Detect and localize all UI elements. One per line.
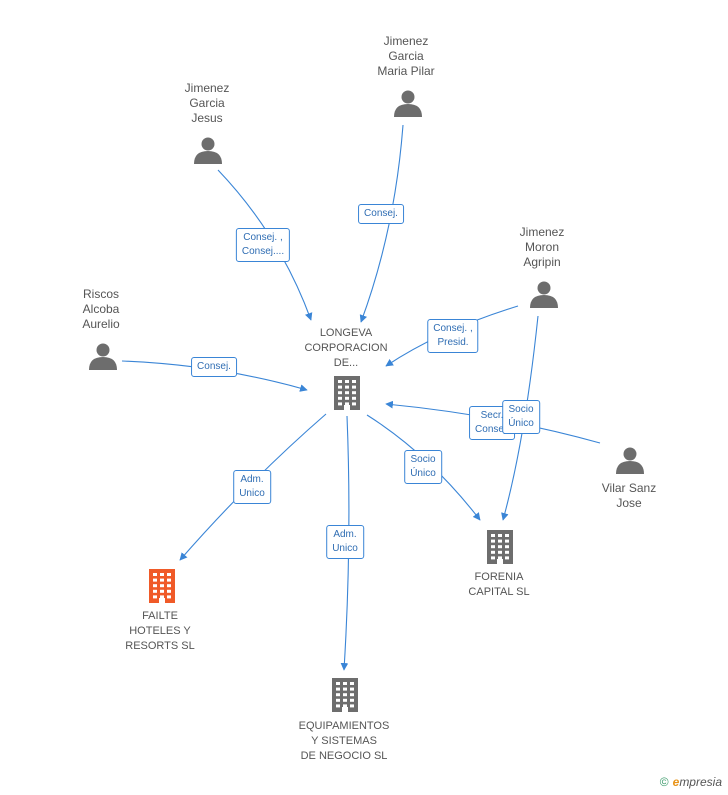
company-icon-failte[interactable] [149,569,175,603]
person-icon-jg_maria[interactable] [394,90,422,118]
company-icon-forenia[interactable] [487,530,513,564]
node-label-jg_maria[interactable]: Jimenez Garcia Maria Pilar [377,34,435,78]
node-label-jm_agripin[interactable]: Jimenez Moron Agripin [519,225,565,269]
edge-label-jg_maria-to-longeva[interactable]: Consej. [358,204,404,224]
person-icon-jg_jesus[interactable] [194,137,222,165]
node-label-longeva[interactable]: LONGEVA CORPORACION DE... [304,327,388,369]
edge-label-longeva-to-equipamientos[interactable]: Adm. Unico [326,525,364,559]
node-label-riscos[interactable]: Riscos Alcoba Aurelio [82,287,120,331]
edge-label-longeva-to-forenia[interactable]: Socio Único [404,450,442,484]
edge-label-jg_jesus-to-longeva[interactable]: Consej. , Consej.... [235,228,291,262]
person-icon-vilar[interactable] [616,447,644,475]
edge-jg_maria-to-longeva [359,124,404,323]
node-label-forenia[interactable]: FORENIA CAPITAL SL [468,571,530,598]
edge-label-jm_agripin-to-longeva[interactable]: Consej. , Presid. [427,319,479,353]
person-icon-jm_agripin[interactable] [530,281,558,309]
edge-label-jm_agripin-to-forenia[interactable]: Socio Único [502,400,540,434]
company-icon-longeva[interactable] [334,376,360,410]
person-icon-riscos[interactable] [89,343,117,371]
brand-logo: empresia [672,775,722,789]
edge-label-longeva-to-failte[interactable]: Adm. Unico [233,470,271,504]
node-label-failte[interactable]: FAILTE HOTELES Y RESORTS SL [125,610,195,652]
node-label-vilar[interactable]: Vilar Sanz Jose [601,481,657,510]
footer: © empresia [660,775,722,789]
copyright-symbol: © [659,775,669,789]
company-icon-equipamientos[interactable] [332,678,358,712]
node-label-equipamientos[interactable]: EQUIPAMIENTOS Y SISTEMAS DE NEGOCIO SL [298,720,390,762]
edge-label-riscos-to-longeva[interactable]: Consej. [191,357,237,377]
node-label-jg_jesus[interactable]: Jimenez Garcia Jesus [184,81,230,125]
